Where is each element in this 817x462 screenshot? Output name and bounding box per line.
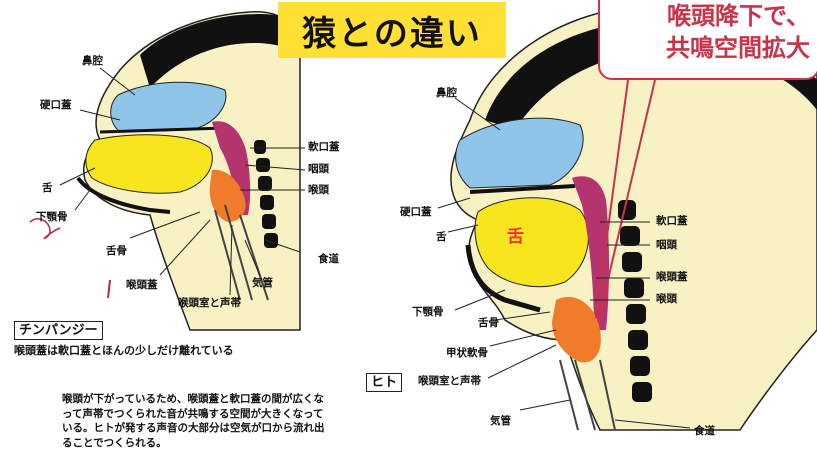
callout-line-2: 共鳴空間拡大: [666, 36, 810, 60]
chimp-label-mandible: 下顎骨: [36, 212, 68, 223]
human-description-line: ることでつくられる。: [62, 436, 325, 451]
human-description: 喉頭が下がっているため、喉頭蓋と軟口蓋の間が広くな って声帯でつくられた音が共鳴…: [62, 392, 325, 450]
chimp-label-tongue: 舌: [42, 183, 53, 194]
chimp-box-label: チンパンジー: [14, 321, 103, 340]
chimp-label-larynx: 喉頭: [308, 185, 329, 196]
chimp-label-esophagus: 食道: [318, 254, 339, 265]
human-label-ventricle-vocal-cords: 喉頭室と声帯: [418, 376, 481, 387]
human-description-line: 喉頭が下がっているため、喉頭蓋と軟口蓋の間が広くな: [62, 392, 325, 407]
human-label-epiglottis: 喉頭蓋: [656, 272, 688, 283]
human-tongue-mark: 舌: [507, 222, 524, 247]
human-label-mandible: 下顎骨: [412, 307, 444, 318]
chimp-label-pharynx: 咽頭: [308, 164, 329, 175]
chimp-tongue: [86, 135, 213, 193]
chimp-label-soft-palate: 軟口蓋: [308, 142, 340, 153]
human-label-hard-palate: 硬口蓋: [400, 207, 432, 218]
human-label-larynx: 喉頭: [656, 294, 677, 305]
human-label-hyoid: 舌骨: [478, 318, 499, 329]
chimp-label-ventricle-vocal-cords: 喉頭室と声帯: [178, 298, 241, 309]
human-box-label: ヒト: [366, 373, 402, 392]
chimp-label-hard-palate: 硬口蓋: [40, 100, 72, 111]
human-label-thyroid-cartilage: 甲状軟骨: [446, 348, 488, 359]
chimp-label-trachea: 気管: [252, 278, 273, 289]
callout-line-1: 喉頭降下で、: [667, 4, 810, 28]
chimp-label-hyoid: 舌骨: [106, 246, 127, 257]
human-label-esophagus: 食道: [694, 426, 715, 437]
human-label-nasal-cavity: 鼻腔: [436, 88, 457, 99]
page-title: 猿との違い: [278, 2, 506, 58]
human-label-soft-palate: 軟口蓋: [656, 216, 688, 227]
chimp-label-epiglottis: 喉頭蓋: [126, 280, 158, 291]
chimp-caption: 喉頭蓋は軟口蓋とほんの少しだけ離れている: [14, 345, 234, 356]
human-description-line: いる。ヒトが発する声音の大部分は空気が口から流れ出: [62, 421, 325, 436]
human-label-trachea: 気管: [490, 416, 511, 427]
human-label-pharynx: 咽頭: [656, 240, 677, 251]
human-description-line: って声帯でつくられた音が共鳴する空間が大きくなって: [62, 407, 325, 422]
chimp-label-nasal-cavity: 鼻腔: [82, 56, 103, 67]
human-label-tongue: 舌: [436, 232, 447, 243]
callout-box: 喉頭降下で、 共鳴空間拡大: [598, 0, 817, 80]
